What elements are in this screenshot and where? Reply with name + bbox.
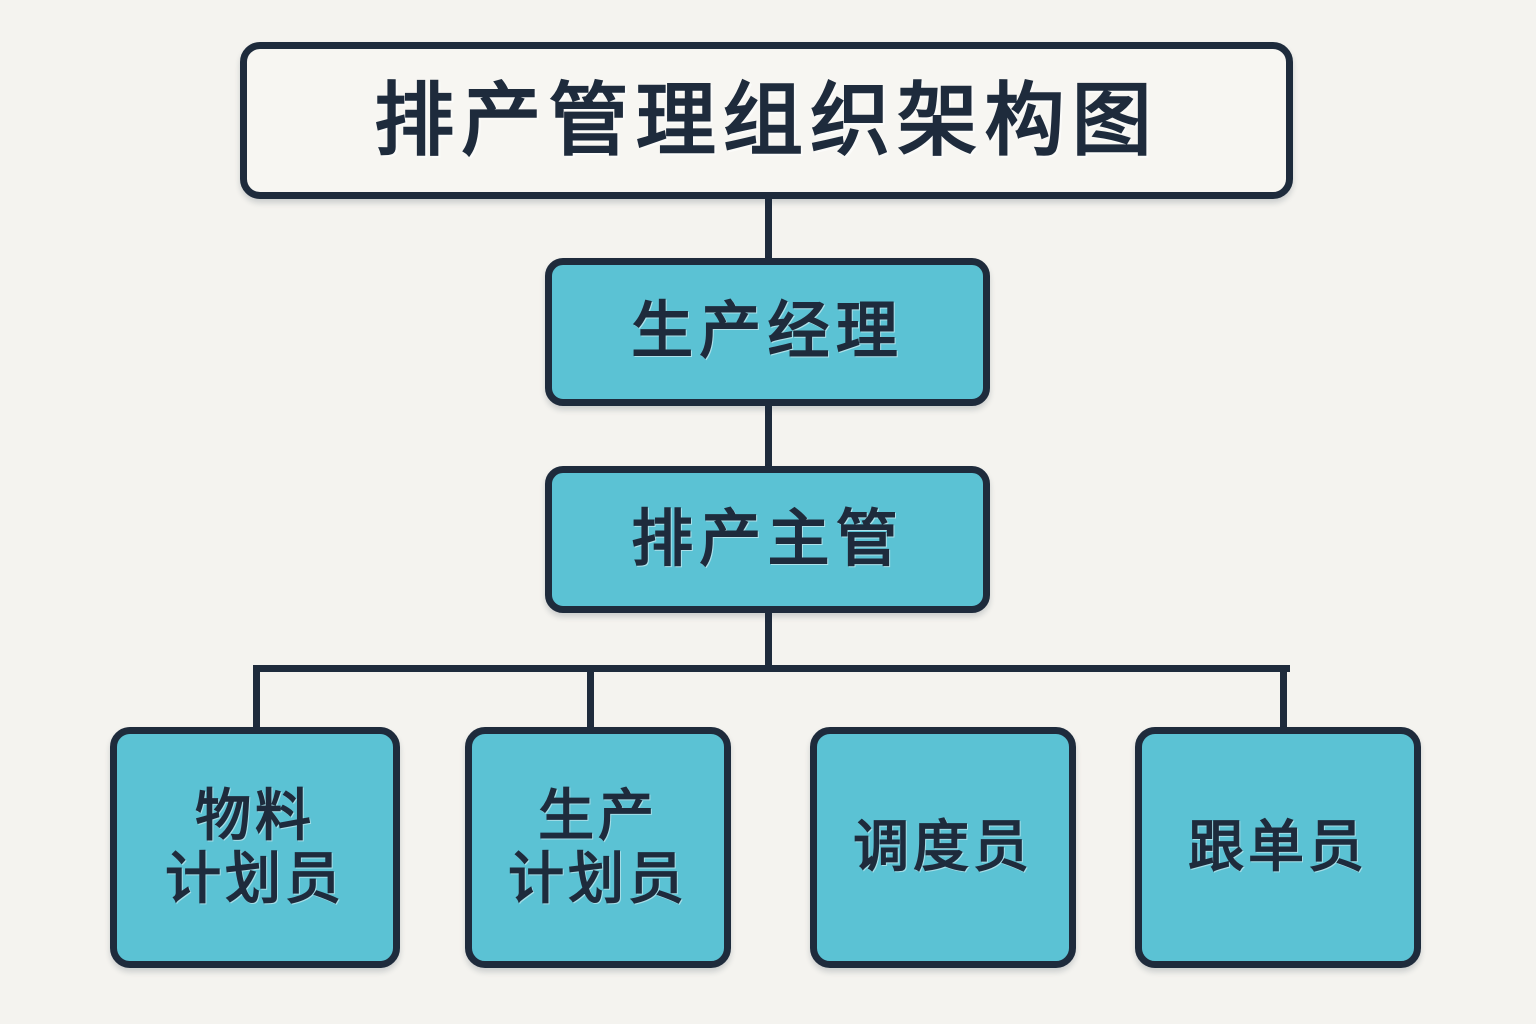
connector-drop-order-follower: [1280, 665, 1287, 731]
node-production-planner-label: 生产 计划员: [508, 783, 688, 910]
connector-title-to-production-manager: [765, 194, 772, 262]
connector-scheduling-supervisor-to-bus: [765, 608, 772, 672]
node-dispatcher-label: 调度员: [853, 815, 1033, 879]
node-dispatcher[interactable]: 调度员: [810, 727, 1076, 968]
node-production-manager-label: 生产经理: [631, 297, 904, 367]
node-scheduling-supervisor-label: 排产主管: [631, 504, 904, 574]
connector-drop-production-planner: [587, 665, 594, 731]
node-material-planner-label: 物料 计划员: [165, 783, 345, 910]
node-scheduling-supervisor[interactable]: 排产主管: [545, 466, 990, 613]
node-material-planner[interactable]: 物料 计划员: [110, 727, 400, 968]
node-production-manager[interactable]: 生产经理: [545, 258, 990, 406]
node-order-follower-label: 跟单员: [1188, 815, 1368, 879]
chart-title-label: 排产管理组织架构图: [374, 75, 1159, 165]
connector-production-manager-to-scheduling-supervisor: [765, 401, 772, 470]
node-production-planner[interactable]: 生产 计划员: [465, 727, 731, 968]
node-order-follower[interactable]: 跟单员: [1135, 727, 1421, 968]
connector-horizontal-bus: [256, 665, 1290, 672]
chart-title-box: 排产管理组织架构图: [240, 42, 1293, 199]
connector-drop-material-planner: [253, 665, 260, 731]
